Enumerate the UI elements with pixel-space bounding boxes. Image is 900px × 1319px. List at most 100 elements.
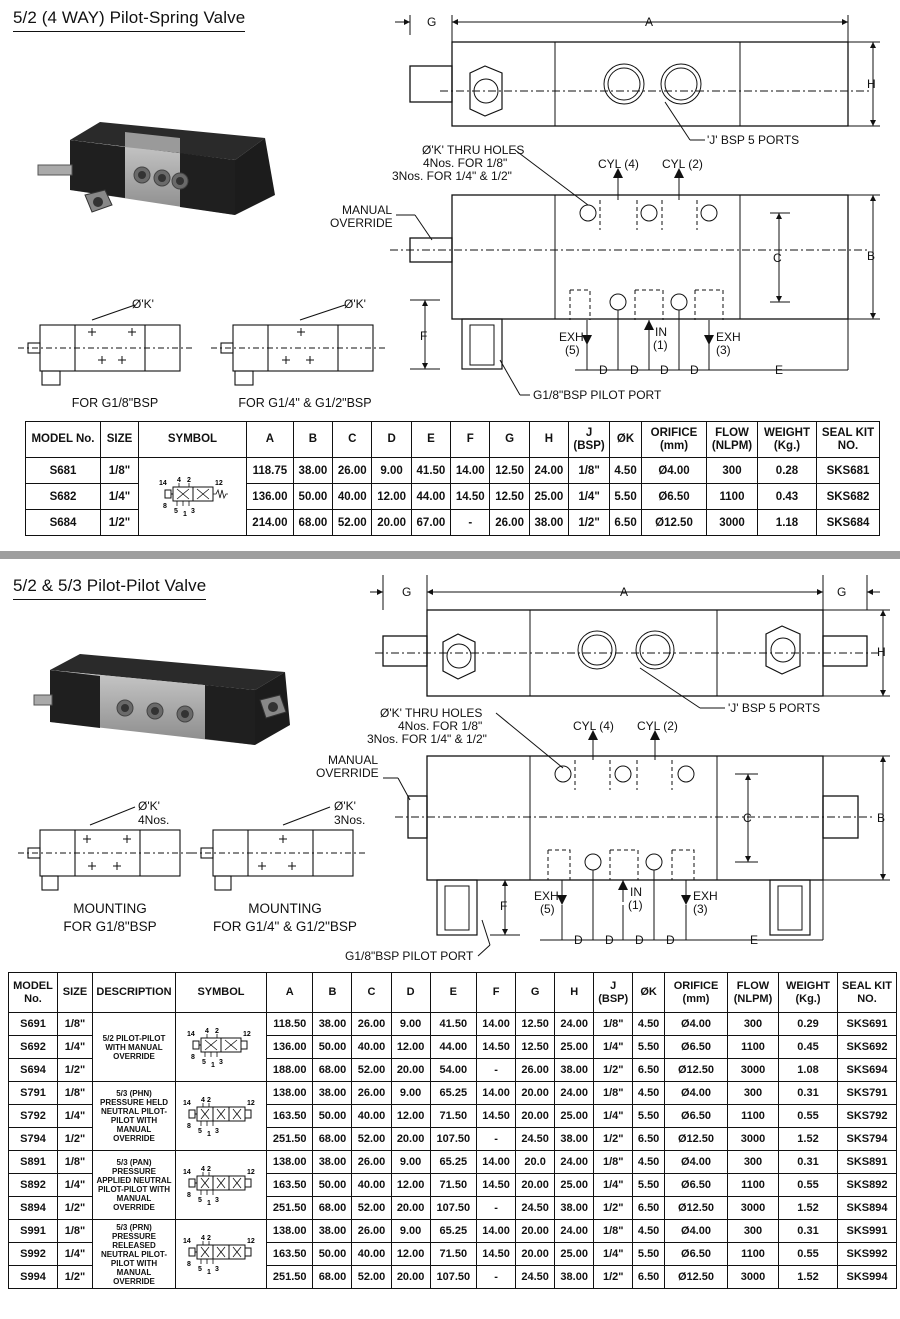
table-cell: 1/2" <box>593 1058 634 1082</box>
table-cell: 24.00 <box>528 457 570 484</box>
table-cell: 26.00 <box>332 457 373 484</box>
table-cell: S791 <box>8 1081 58 1105</box>
th-a: A <box>246 421 294 458</box>
table-cell: 71.50 <box>429 1173 478 1197</box>
table-cell: 300 <box>727 1081 779 1105</box>
table-cell: SKS991 <box>837 1219 897 1243</box>
table-cell: 0.31 <box>778 1219 838 1243</box>
table-cell: 0.31 <box>778 1081 838 1105</box>
table-cell: 5.50 <box>632 1104 665 1128</box>
th-model: MODEL No. <box>25 421 101 458</box>
table-cell: 52.00 <box>332 509 373 536</box>
table-cell: 1.52 <box>778 1127 838 1151</box>
svg-text:14: 14 <box>183 1169 191 1176</box>
table-cell: 1.52 <box>778 1196 838 1220</box>
table-cell: 1100 <box>727 1173 779 1197</box>
table-cell: SKS682 <box>816 483 880 510</box>
table-cell: 1/2" <box>568 509 611 536</box>
th-h: H <box>528 421 570 458</box>
pilot-port-label: G1/8"BSP PILOT PORT <box>533 388 662 402</box>
table-cell: 3000 <box>727 1196 779 1220</box>
table-cell: - <box>476 1196 517 1220</box>
th-orifice: ORIFICE (mm) <box>641 421 707 458</box>
table-cell: 6.50 <box>609 509 642 536</box>
table-cell: 50.00 <box>312 1242 353 1266</box>
table-cell: SKS992 <box>837 1242 897 1266</box>
table-cell: Ø4.00 <box>664 1012 728 1036</box>
table-cell: Ø6.50 <box>641 483 707 510</box>
in1-label-2a: IN <box>630 885 642 899</box>
table-cell: 25.00 <box>554 1173 595 1197</box>
svg-text:12: 12 <box>215 480 223 487</box>
table-cell: 25.00 <box>554 1104 595 1128</box>
table-cell: 40.00 <box>351 1173 392 1197</box>
th2-e: E <box>429 972 478 1013</box>
table-cell: 1/2" <box>593 1127 634 1151</box>
table-cell: SKS692 <box>837 1035 897 1059</box>
table-cell: 26.00 <box>351 1219 392 1243</box>
table-cell: 163.50 <box>265 1242 314 1266</box>
table-cell: 118.50 <box>265 1012 314 1036</box>
table-cell: 1/8" <box>57 1150 93 1174</box>
description-cell: 5/3 (PRN) PRESSURE RELEASED NEUTRAL PILO… <box>92 1219 176 1289</box>
table-cell: 12.00 <box>390 1173 431 1197</box>
table-cell: 14.00 <box>476 1219 517 1243</box>
caption-mount-2-left-2: FOR G1/8"BSP <box>63 919 157 934</box>
dim-c-label-2: C <box>743 811 752 825</box>
th-flow: FLOW (NLPM) <box>706 421 758 458</box>
th2-g: G <box>515 972 556 1013</box>
th-symbol: SYMBOL <box>138 421 247 458</box>
exh5-label-a: EXH <box>559 330 584 344</box>
table-cell: 300 <box>706 457 758 484</box>
table-cell: 300 <box>727 1150 779 1174</box>
dim-a-label-2: A <box>620 585 628 599</box>
table-cell: 38.00 <box>554 1265 595 1289</box>
th2-j: J (BSP) <box>593 972 634 1013</box>
table-cell: 38.00 <box>554 1196 595 1220</box>
table-cell: 24.00 <box>554 1081 595 1105</box>
k-holes-label-1: Ø'K' THRU HOLES <box>422 143 524 157</box>
table-cell: 14.00 <box>476 1012 517 1036</box>
table-cell: S994 <box>8 1265 58 1289</box>
table-cell: 24.50 <box>515 1196 556 1220</box>
k-left-label: Ø'K' <box>132 297 154 311</box>
svg-text:2: 2 <box>215 1028 219 1035</box>
dim-d2-label: D <box>630 363 639 377</box>
table-cell: 1.52 <box>778 1265 838 1289</box>
svg-text:14: 14 <box>159 480 167 487</box>
table-cell: 4.50 <box>632 1012 665 1036</box>
table-cell: 12.50 <box>515 1012 556 1036</box>
exh3-label-2b: (3) <box>693 902 708 916</box>
table-cell: 1/4" <box>593 1104 634 1128</box>
table-cell: 25.00 <box>554 1242 595 1266</box>
table-cell: 24.50 <box>515 1127 556 1151</box>
k-right-count-2: 3Nos. <box>334 813 365 827</box>
dim-g2-label: G <box>837 585 846 599</box>
description-cell: 5/3 (PAN) PRESSURE APPLIED NEUTRAL PILOT… <box>92 1150 176 1220</box>
svg-text:8: 8 <box>187 1192 191 1199</box>
table-cell: SKS684 <box>816 509 880 536</box>
dim-a-label: A <box>645 15 653 29</box>
exh5-label-2a: EXH <box>534 889 559 903</box>
exh5-label-b: (5) <box>565 343 580 357</box>
th2-symbol: SYMBOL <box>175 972 267 1013</box>
table-cell: 44.00 <box>429 1035 478 1059</box>
table-cell: S794 <box>8 1127 58 1151</box>
svg-text:12: 12 <box>247 1238 255 1245</box>
table-cell: 26.00 <box>515 1058 556 1082</box>
table-cell: 1/8" <box>593 1012 634 1036</box>
dim-f-label-2: F <box>500 899 507 913</box>
table-cell: 12.00 <box>371 483 412 510</box>
svg-text:1: 1 <box>207 1131 211 1137</box>
th-j: J (BSP) <box>568 421 611 458</box>
table-cell: 0.43 <box>757 483 817 510</box>
table-cell: SKS994 <box>837 1265 897 1289</box>
description-cell: 5/2 PILOT-PILOT WITH MANUAL OVERRIDE <box>92 1012 176 1082</box>
th-b: B <box>292 421 334 458</box>
